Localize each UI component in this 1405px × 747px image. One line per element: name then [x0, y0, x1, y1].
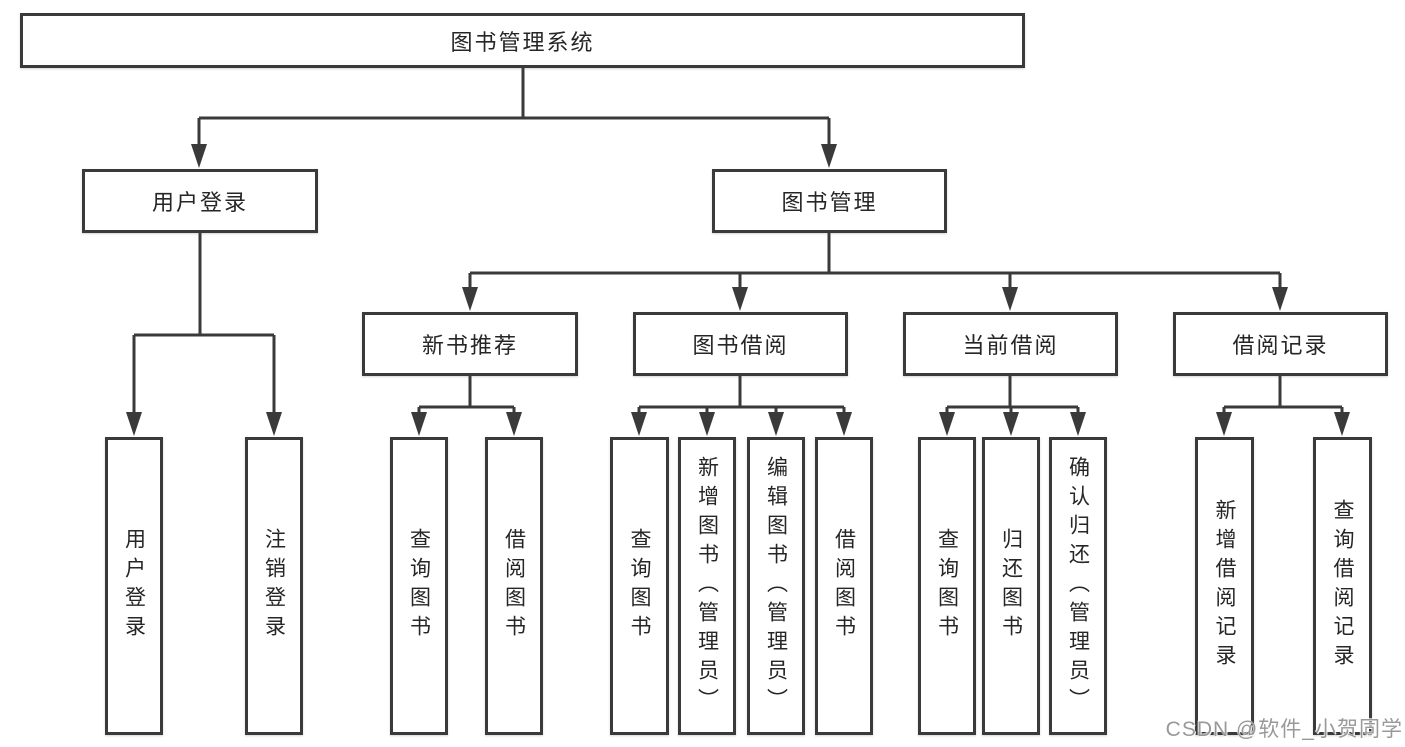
arrow-down-icon: [631, 412, 647, 436]
connector-book-borrow-children: [631, 376, 852, 436]
arrow-down-icon: [1334, 412, 1350, 436]
leaf-user-login: 用户登录: [105, 437, 163, 735]
connector-borrow-records-children: [1216, 376, 1350, 436]
node-root-system: 图书管理系统: [20, 13, 1025, 68]
node-label: 新书推荐: [421, 333, 518, 358]
node-label: 借阅图书: [502, 528, 526, 644]
node-label: 新增图书（管理员）: [695, 455, 719, 717]
node-label: 图书管理: [781, 190, 878, 215]
leaf-query-book-2: 查询图书: [610, 437, 669, 735]
leaf-borrow-book-1: 借阅图书: [485, 437, 543, 735]
node-user-login: 用户登录: [82, 169, 318, 233]
leaf-query-book-3: 查询图书: [918, 437, 976, 735]
leaf-add-borrow-record: 新增借阅记录: [1195, 437, 1254, 735]
node-label: 新增借阅记录: [1213, 499, 1236, 673]
node-label: 注销登录: [262, 528, 286, 644]
arrow-down-icon: [266, 412, 282, 436]
node-book-mgmt: 图书管理: [712, 169, 947, 233]
connector-user-login-children: [126, 233, 282, 436]
leaf-query-book-1: 查询图书: [390, 437, 448, 735]
leaf-logout: 注销登录: [245, 437, 303, 735]
arrow-down-icon: [1070, 412, 1086, 436]
node-current-borrow: 当前借阅: [903, 312, 1118, 376]
arrow-down-icon: [1272, 287, 1288, 311]
arrow-down-icon: [191, 144, 207, 168]
arrow-down-icon: [1003, 412, 1019, 436]
node-label: 借阅记录: [1232, 333, 1329, 358]
arrow-down-icon: [126, 412, 142, 436]
arrow-down-icon: [699, 412, 715, 436]
leaf-return-book: 归还图书: [982, 437, 1040, 735]
node-label: 编辑图书（管理员）: [764, 455, 788, 717]
arrow-down-icon: [768, 412, 784, 436]
node-label: 用户登录: [122, 528, 146, 644]
leaf-confirm-return-admin: 确认归还（管理员）: [1049, 437, 1107, 735]
watermark: CSDN @软件_小贺同学: [1165, 718, 1403, 741]
node-book-borrow: 图书借阅: [633, 312, 848, 376]
leaf-query-borrow-record: 查询借阅记录: [1313, 437, 1372, 735]
node-label: 查询借阅记录: [1331, 499, 1354, 673]
node-label: 图书借阅: [692, 333, 789, 358]
node-label: 查询图书: [628, 528, 651, 644]
connector-current-borrow-children: [939, 376, 1086, 436]
node-label: 确认归还（管理员）: [1066, 455, 1090, 717]
node-label: 查询图书: [407, 528, 431, 644]
leaf-edit-book-admin: 编辑图书（管理员）: [747, 437, 805, 735]
leaf-add-book-admin: 新增图书（管理员）: [678, 437, 736, 735]
node-label: 借阅图书: [832, 528, 856, 644]
leaf-borrow-book-2: 借阅图书: [815, 437, 873, 735]
arrow-down-icon: [462, 287, 478, 311]
arrow-down-icon: [732, 287, 748, 311]
node-borrow-records: 借阅记录: [1173, 312, 1388, 376]
connector-book-mgmt-children: [462, 233, 1288, 311]
node-label: 归还图书: [999, 528, 1023, 644]
arrow-down-icon: [1216, 412, 1232, 436]
arrow-down-icon: [821, 144, 837, 168]
connector-new-book-rec-children: [411, 376, 522, 436]
node-label: 图书管理系统: [450, 29, 595, 55]
node-new-book-rec: 新书推荐: [362, 312, 578, 376]
arrow-down-icon: [836, 412, 852, 436]
arrow-down-icon: [411, 412, 427, 436]
node-label: 用户登录: [151, 190, 248, 215]
arrow-down-icon: [506, 412, 522, 436]
arrow-down-icon: [1002, 287, 1018, 311]
connector-root-to-level2: [191, 68, 837, 168]
node-label: 当前借阅: [962, 333, 1059, 358]
arrow-down-icon: [939, 412, 955, 436]
node-label: 查询图书: [935, 528, 959, 644]
